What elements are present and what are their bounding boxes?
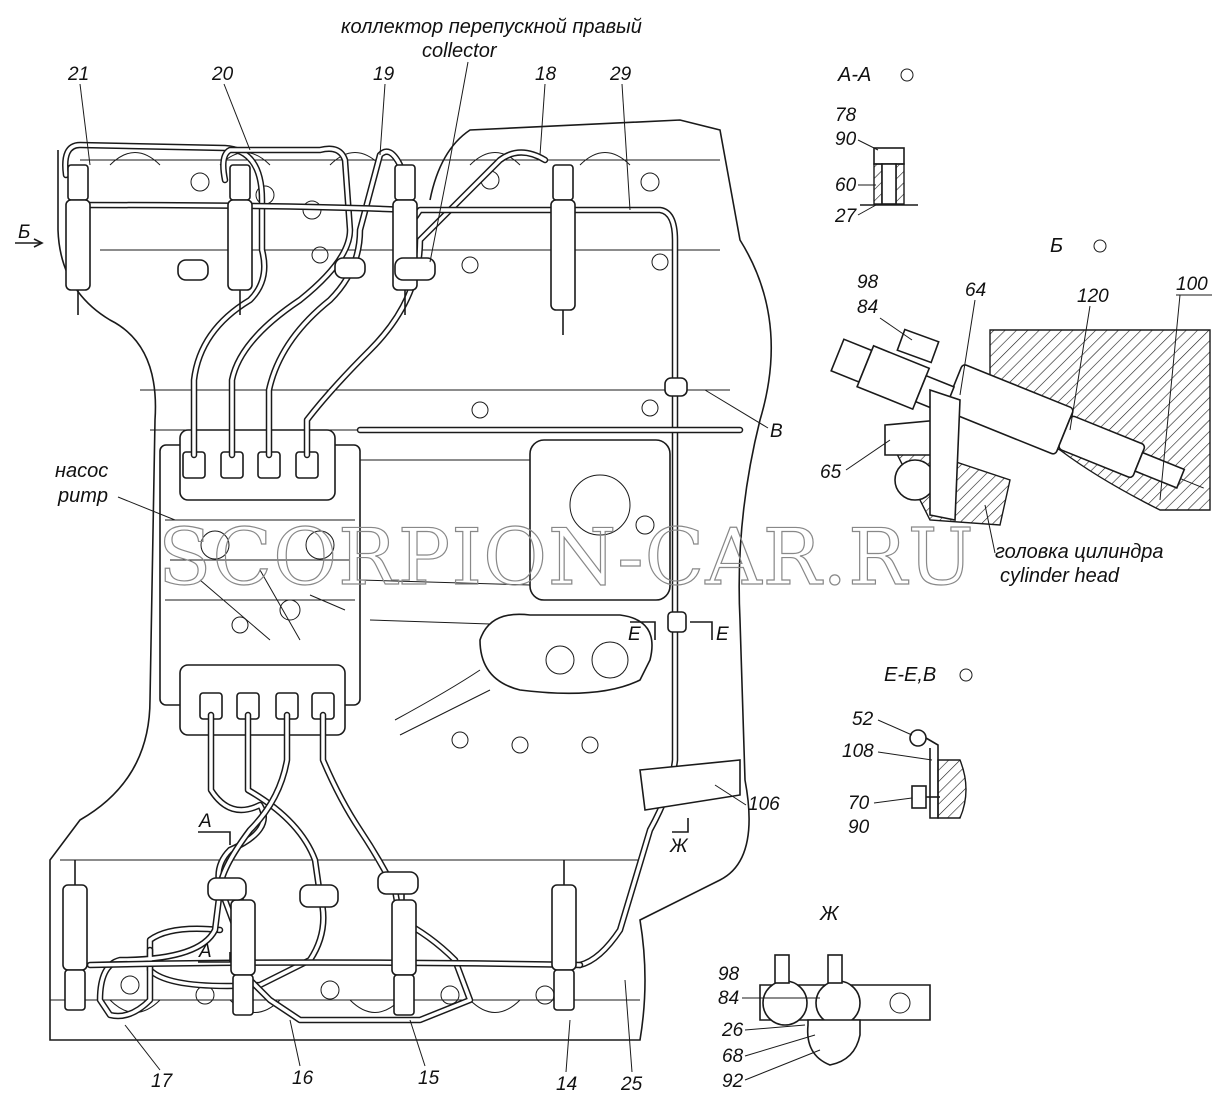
callout-14: 14 xyxy=(556,1074,577,1095)
pump-callout: насос pump xyxy=(55,460,176,521)
section-a-arrow-bottom-label: А xyxy=(198,941,212,962)
detail-b-65: 65 xyxy=(820,462,842,483)
section-zh-arrow-label: Ж xyxy=(669,836,689,857)
callouts-bottom: 17 16 15 14 25 106 xyxy=(124,784,780,1095)
section-v-label: В xyxy=(770,421,783,442)
callout-18: 18 xyxy=(535,64,557,85)
detail-b-120: 120 xyxy=(1077,286,1109,307)
detail-b-98: 98 xyxy=(857,272,879,293)
view-zh-title: Ж xyxy=(819,903,840,925)
detail-aa-27: 27 xyxy=(834,206,858,227)
callout-19: 19 xyxy=(373,64,395,85)
detail-aa-60: 60 xyxy=(835,175,857,196)
detail-ee-108: 108 xyxy=(842,741,874,762)
watermark: SCORPION-CAR.RU xyxy=(158,513,975,603)
detail-view-aa: А-А 78 90 60 27 xyxy=(834,64,918,227)
section-e-left-label: Е xyxy=(628,624,641,645)
head-label-en: cylinder head xyxy=(1000,565,1120,587)
view-aa-title: А-А xyxy=(837,64,871,86)
detail-zh-92: 92 xyxy=(722,1071,744,1092)
view-ee-title: Е-Е,В xyxy=(884,664,936,686)
section-a-arrow-top-label: А xyxy=(198,811,212,832)
fuel-pipes xyxy=(62,141,744,1024)
detail-b-64: 64 xyxy=(965,280,986,301)
view-b-title: Б xyxy=(1050,235,1063,257)
pump-label-en: pump xyxy=(57,485,108,507)
detail-ee-52: 52 xyxy=(852,709,874,730)
collector-callout: коллектор перепускной правый collector xyxy=(341,16,642,263)
callout-106: 106 xyxy=(748,794,780,815)
detail-ee-70: 70 xyxy=(848,793,870,814)
detail-zh-26: 26 xyxy=(721,1020,744,1041)
detail-zh-84: 84 xyxy=(718,988,739,1009)
detail-aa-78: 78 xyxy=(835,105,857,126)
section-e-right-label: Е xyxy=(716,624,729,645)
section-b-arrow-label: Б xyxy=(18,222,30,243)
callout-21: 21 xyxy=(67,64,89,85)
detail-b-100: 100 xyxy=(1176,274,1208,295)
detail-view-zh: Ж 98 84 26 68 92 xyxy=(718,903,931,1092)
detail-zh-68: 68 xyxy=(722,1046,744,1067)
callout-16: 16 xyxy=(292,1068,314,1089)
pump-label-ru: насос xyxy=(55,460,108,482)
head-label-ru: головка цилиндра xyxy=(995,541,1164,563)
section-arrows: Б А А Е Е Ж В xyxy=(15,222,783,963)
detail-view-ee: Е-Е,В 52 108 70 90 xyxy=(842,664,973,838)
collector-label-ru: коллектор перепускной правый xyxy=(341,16,642,38)
detail-aa-90: 90 xyxy=(835,129,857,150)
callout-25: 25 xyxy=(620,1074,643,1095)
collector-label-en: collector xyxy=(422,40,498,62)
detail-zh-98: 98 xyxy=(718,964,740,985)
callout-15: 15 xyxy=(418,1068,440,1089)
callouts-top: 21 20 19 18 29 xyxy=(67,64,632,211)
detail-ee-90: 90 xyxy=(848,817,870,838)
callout-17: 17 xyxy=(151,1071,174,1092)
injection-pump xyxy=(159,429,671,736)
pipe-clamps xyxy=(177,257,741,908)
callout-29: 29 xyxy=(609,64,632,85)
injectors-bottom xyxy=(62,860,577,1016)
callout-20: 20 xyxy=(211,64,234,85)
detail-b-84: 84 xyxy=(857,297,878,318)
detail-view-b: Б 98 84 64 120 100 65 головка цилиндра xyxy=(820,235,1212,587)
